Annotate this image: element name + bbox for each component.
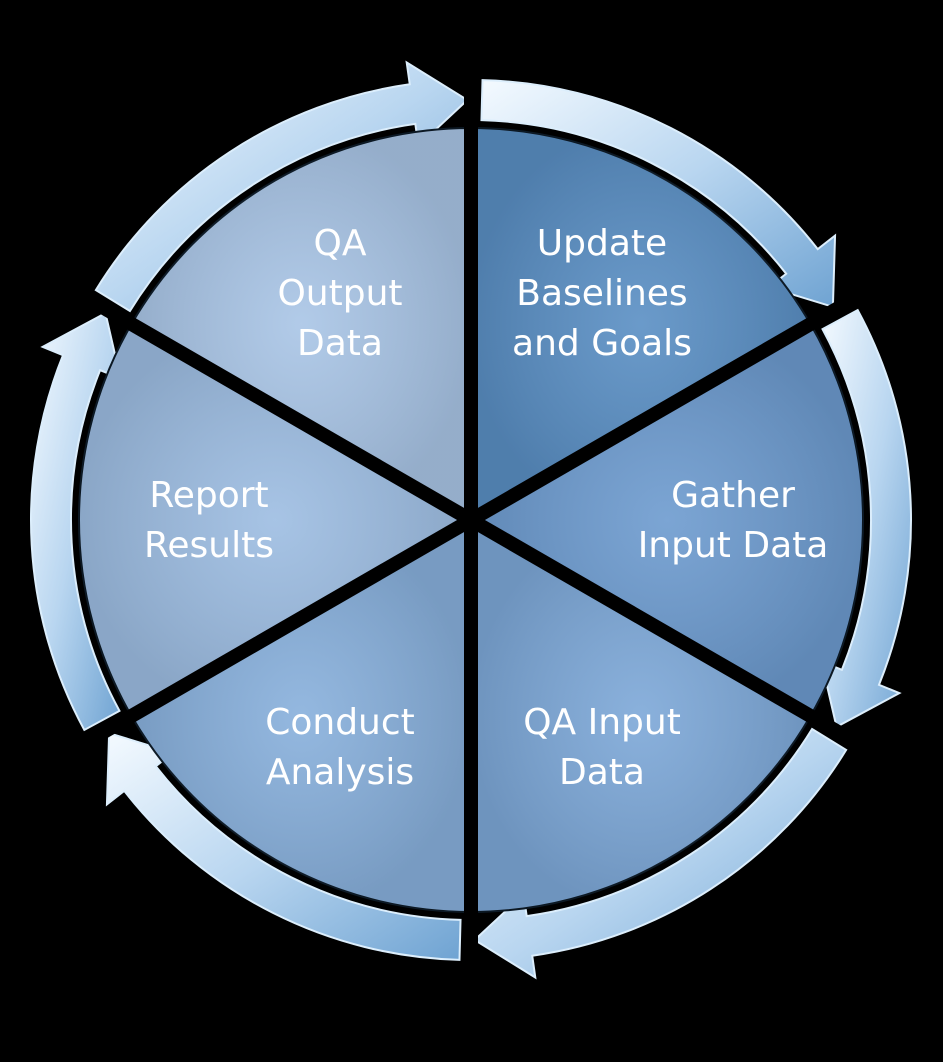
clockwise-cycle-arrow-icon bbox=[820, 308, 913, 729]
segment-shading bbox=[471, 520, 811, 912]
clockwise-cycle-arrow-icon bbox=[105, 731, 462, 961]
segment-divider bbox=[77, 513, 475, 752]
clockwise-cycle-arrow-icon bbox=[94, 60, 469, 313]
segment-disc bbox=[78, 126, 864, 914]
label-line: Output bbox=[277, 273, 402, 314]
arrow-ring bbox=[30, 60, 913, 980]
segment-shading bbox=[471, 128, 811, 520]
label-line: Report bbox=[149, 475, 268, 516]
clockwise-cycle-arrow-icon bbox=[480, 79, 837, 309]
label-line: QA bbox=[314, 223, 367, 264]
label-line: Update bbox=[537, 223, 667, 264]
segment-divider bbox=[77, 288, 475, 527]
label-line: Gather bbox=[671, 475, 795, 516]
segment-divider bbox=[467, 288, 865, 527]
label-line: QA Input bbox=[523, 702, 681, 743]
label-line: Input Data bbox=[638, 525, 829, 566]
label-line: Data bbox=[297, 323, 383, 364]
segment-dividers bbox=[77, 70, 865, 970]
label-line: Data bbox=[559, 752, 645, 793]
clockwise-cycle-arrow-icon bbox=[473, 727, 848, 980]
clockwise-cycle-arrow-icon bbox=[30, 311, 122, 732]
label-line: Baselines bbox=[516, 273, 687, 314]
segment-shading bbox=[471, 324, 863, 716]
segment-divider bbox=[467, 513, 865, 752]
label-line: Analysis bbox=[266, 752, 414, 793]
segment-shading bbox=[131, 128, 471, 520]
segment-shading bbox=[78, 324, 471, 716]
label-line: Conduct bbox=[265, 702, 415, 743]
label-line: and Goals bbox=[512, 323, 692, 364]
segment-shading bbox=[131, 520, 471, 912]
label-line: Results bbox=[144, 525, 274, 566]
